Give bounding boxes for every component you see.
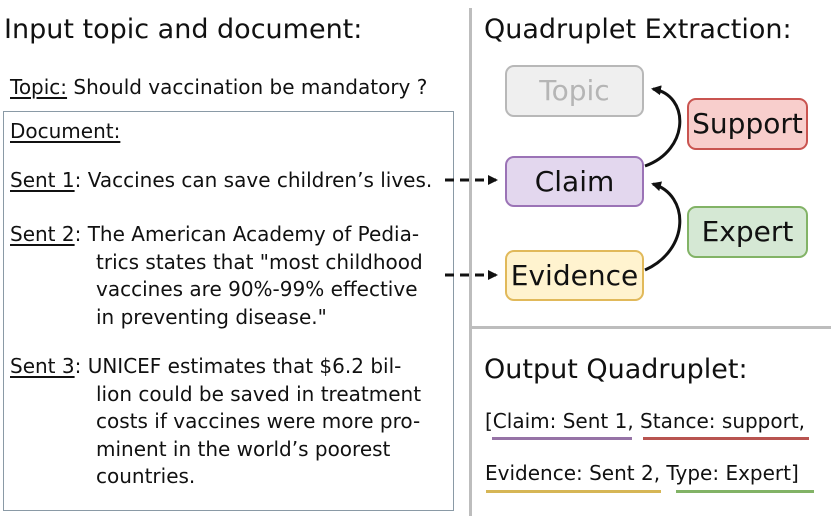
sentence-3-label: Sent 3: [10, 354, 75, 378]
sentence-3-line-1: : UNICEF estimates that $6.2 bil-: [74, 354, 402, 378]
output-type: Type: Expert]: [660, 461, 799, 485]
evidence-node: Evidence: [505, 250, 644, 301]
type-underline: [676, 490, 814, 493]
sentence-1-label: Sent 1: [10, 168, 75, 192]
sentence-1: Sent 1: Vaccines can save children’s liv…: [10, 167, 432, 195]
output-evidence: Evidence: Sent 2,: [485, 461, 661, 485]
output-title: Output Quadruplet:: [484, 354, 748, 385]
stance-underline: [643, 437, 809, 440]
claim-to-topic-support-arrow: [644, 85, 682, 168]
sentence-2-label: Sent 2: [10, 222, 75, 246]
horizontal-divider: [472, 326, 831, 329]
document-label: Document:: [10, 119, 121, 143]
claim-underline: [492, 437, 632, 440]
sentence-2-line-3: vaccines are 90%-99% effective: [96, 277, 418, 301]
sentence-2-line-4: in preventing disease.": [96, 304, 327, 329]
output-claim: [Claim: Sent 1,: [485, 409, 634, 433]
extraction-panel-title: Quadruplet Extraction:: [484, 14, 792, 45]
sentence-2-line-2: trics states that "most childhood: [96, 249, 423, 274]
topic-node: Topic: [505, 65, 644, 117]
sentence-3-line-3: costs if vaccines were more pro-: [96, 409, 421, 433]
sentence-1-text: : Vaccines can save children’s lives.: [74, 168, 433, 192]
sentence-3: Sent 3: UNICEF estimates that $6.2 bil- …: [10, 353, 421, 491]
input-panel-title: Input topic and document:: [4, 14, 363, 45]
topic-label: Topic:: [10, 75, 68, 99]
document-box: [3, 111, 454, 511]
output-line-1: [Claim: Sent 1, Stance: support,: [485, 409, 805, 433]
sentence-3-line-2: lion could be saved in treatment: [96, 381, 422, 406]
topic-row: Topic: Should vaccination be mandatory ?: [10, 75, 427, 99]
support-node: Support: [687, 98, 808, 150]
evidence-underline: [486, 490, 661, 493]
output-stance: Stance: support,: [633, 409, 806, 433]
sentence-3-line-4: minent in the world’s poorest: [96, 436, 391, 461]
claim-node: Claim: [505, 156, 644, 207]
sentence-2-line-1: : The American Academy of Pedia-: [74, 222, 420, 246]
topic-text: Should vaccination be mandatory ?: [67, 75, 428, 99]
evidence-to-claim-expert-arrow: [644, 181, 682, 272]
sentence-3-line-5: countries.: [96, 464, 196, 488]
output-line-2: Evidence: Sent 2, Type: Expert]: [485, 461, 799, 485]
sentence-2: Sent 2: The American Academy of Pedia- t…: [10, 221, 423, 331]
vertical-divider: [469, 8, 472, 516]
expert-node: Expert: [687, 206, 808, 258]
